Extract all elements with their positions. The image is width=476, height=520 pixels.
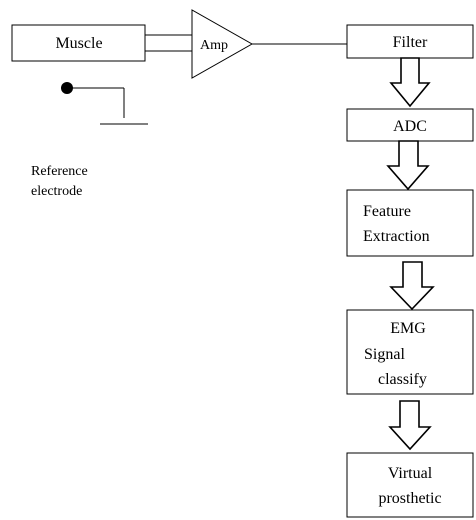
muscle-label: Muscle <box>55 35 102 52</box>
emg-classify-label-line2: Signal <box>364 346 405 363</box>
feature-extraction-block: Feature Extraction <box>346 189 474 257</box>
adc-block: ADC <box>346 108 474 142</box>
reference-electrode-label-line1: Reference <box>31 164 88 179</box>
arrow-adc-to-feature <box>386 140 430 191</box>
arrow-feature-to-classify <box>389 261 435 311</box>
amplifier: Amp <box>191 9 254 79</box>
filter-block: Filter <box>346 24 474 59</box>
arrow-classify-to-prosthetic <box>388 400 432 451</box>
amp-label: Amp <box>200 38 228 53</box>
reference-electrode: Reference electrode <box>31 82 148 199</box>
feature-extraction-label-line2: Extraction <box>363 228 430 245</box>
muscle-block: Muscle <box>11 24 146 62</box>
reference-electrode-label-line2: electrode <box>31 184 82 199</box>
adc-label: ADC <box>393 118 427 135</box>
filter-label: Filter <box>393 34 428 51</box>
emg-classify-block: EMG Signal classify <box>346 309 474 395</box>
arrow-filter-to-adc <box>389 57 431 108</box>
feature-extraction-label-line1: Feature <box>363 203 411 220</box>
emg-classify-label-line1: EMG <box>390 320 426 337</box>
virtual-prosthetic-label-line2: prosthetic <box>378 490 441 507</box>
emg-classify-label-line3: classify <box>378 371 427 388</box>
muscle-amp-connection <box>145 34 193 52</box>
virtual-prosthetic-label-line1: Virtual <box>388 465 433 482</box>
virtual-prosthetic-block: Virtual prosthetic <box>346 452 474 518</box>
